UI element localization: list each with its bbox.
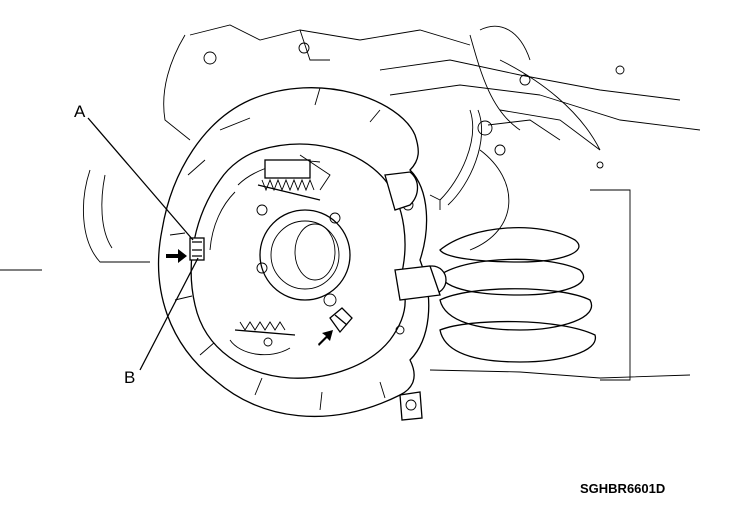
arrow-left	[166, 249, 187, 263]
arrow-right	[318, 330, 333, 346]
callout-b: B	[124, 368, 135, 387]
lower-return-spring	[229, 321, 296, 356]
backing-plate	[190, 143, 414, 379]
suspension-background	[0, 24, 701, 271]
leader-line-a	[87, 117, 194, 241]
coil-spring	[429, 189, 691, 381]
upper-return-spring	[257, 154, 331, 201]
callout-a: A	[74, 102, 86, 121]
hold-down-spring-right	[329, 307, 353, 334]
knuckle-mount	[384, 171, 447, 421]
figure-code: SGHBR6601D	[580, 481, 665, 496]
hold-down-spring-a	[189, 237, 205, 261]
leader-line-b	[139, 257, 199, 371]
